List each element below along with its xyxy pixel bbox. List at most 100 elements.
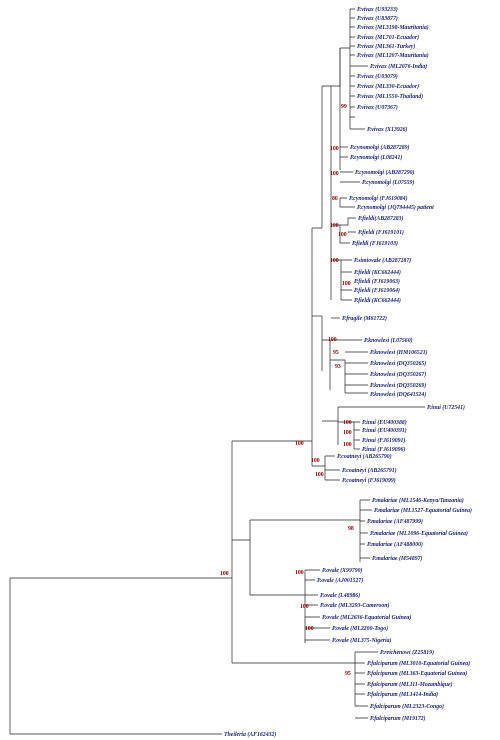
- taxon-label: P.knowlesi (DQ350265): [370, 360, 426, 367]
- branch: [232, 500, 361, 562]
- taxon-label: P.inui (U72541): [427, 404, 465, 411]
- branch: [232, 228, 313, 466]
- taxon-label: P.knowlesi (DQ350267): [370, 371, 426, 378]
- branches: [9, 8, 425, 735]
- bootstrap-value: 99: [341, 104, 347, 110]
- branch: [322, 406, 425, 449]
- branch: [330, 198, 356, 300]
- bootstrap-value: 100: [343, 442, 352, 448]
- taxon-label: Theileria (AF162432): [224, 731, 276, 738]
- branch: [339, 48, 360, 199]
- bootstrap-value: 95: [333, 350, 339, 356]
- taxon-label: P.vivax (ML330-Ecuador): [357, 83, 419, 90]
- branch: [355, 662, 368, 719]
- branch: [339, 198, 355, 208]
- bootstrap-labels: 99 100 100 86 100 100 100 100 95 93 100 …: [220, 104, 354, 677]
- taxon-label: P.inui (FJ619096): [362, 446, 405, 453]
- bootstrap-value: 100: [295, 570, 304, 576]
- taxon-label: P.vivax (ML1550-Thailand): [357, 93, 423, 100]
- taxon-label: P.falciparum (ML3010-Equatorial Guinea): [367, 660, 470, 667]
- taxon-label: P.ovale (ML2636-Equatorial Guinea): [322, 614, 411, 621]
- bootstrap-value: 100: [220, 571, 229, 577]
- branch: [232, 651, 378, 706]
- taxon-label: P.vivax (X13926): [367, 126, 408, 133]
- bootstrap-value: 100: [338, 232, 347, 238]
- taxon-label: P.fieldi(AB287283): [358, 215, 404, 222]
- bootstrap-value: 100: [295, 441, 304, 447]
- taxon-label: P.ovale (X99790): [322, 567, 363, 574]
- bootstrap-value: 100: [328, 337, 337, 343]
- taxon-label: P.ovale (ML2200-Togo): [332, 625, 388, 632]
- taxon-label: P.ovale (ML3293-Cameroon): [320, 602, 390, 609]
- bootstrap-value: 98: [348, 526, 354, 532]
- bootstrap-value: 93: [335, 364, 341, 370]
- taxon-label: P.cynomolgi (AB287290): [355, 169, 415, 176]
- taxon-label: P.knowlesi (DQ350269): [370, 382, 426, 389]
- taxon-label: P.falciparum (ML363-Equatorial Guinea): [367, 670, 467, 677]
- taxon-label: P.cynomolgi (L07559): [362, 179, 414, 186]
- taxon-label: P.vivax (ML361-Turkey): [357, 43, 415, 50]
- bootstrap-value: 100: [330, 146, 339, 152]
- taxon-label: P.inui (EU400391): [362, 427, 407, 434]
- taxon-label: P.fragile (M61722): [342, 315, 387, 322]
- taxon-label: P.malariae (M54897): [372, 555, 423, 562]
- bootstrap-value: 100: [330, 258, 339, 264]
- taxon-label: P.vivax (U07367): [357, 104, 398, 111]
- taxon-label: P.malariae (AF488000): [367, 541, 423, 548]
- taxon-label: P.reichenowi (Z25819): [380, 649, 434, 656]
- branch: [345, 351, 368, 394]
- taxon-label: P.inui (EU400388): [362, 419, 407, 426]
- taxon-label: P.vivax (ML2076-India): [370, 63, 427, 70]
- taxon-label: P.coatneyi (AB265791): [342, 467, 397, 474]
- taxon-label: P.cynomolgi (JQ794445) patient: [357, 204, 434, 211]
- taxon-label: P.fieldi (FJ619064): [354, 287, 400, 294]
- taxon-label: P.vivax (U83877): [357, 15, 398, 22]
- taxon-label: P.simiovale (AB287287): [354, 257, 411, 264]
- taxon-label: P.vivax (U93233): [357, 6, 398, 13]
- taxon-label: P.vivax (ML1207-Mauritania): [357, 52, 429, 59]
- branch: [312, 455, 340, 481]
- taxon-label: P.cynomolgi (L08241): [350, 154, 402, 161]
- taxon-label: P.cynomolgi (FJ619084): [349, 195, 408, 202]
- branch: [350, 8, 368, 130]
- bootstrap-value: 95: [345, 671, 351, 677]
- taxon-label: P.cynomolgi (AB287289): [350, 144, 410, 151]
- branch: [360, 499, 372, 559]
- bootstrap-value: 100: [330, 171, 339, 177]
- taxon-label: P.knowlesi (L07560): [364, 337, 413, 344]
- taxon-label: P.malariae (ML1096-Equatorial Guinea): [370, 530, 468, 537]
- taxon-labels: P.vivax (U93233) P.vivax (U83877) P.viva…: [224, 6, 472, 738]
- taxon-label: P.falciparum (ML111-Mozambique): [367, 681, 453, 688]
- branch: [249, 540, 320, 643]
- taxon-label: P.ovale (AJ001527): [317, 577, 363, 584]
- taxon-label: P.ovale (L48986): [320, 592, 360, 599]
- bootstrap-value: 100: [300, 604, 309, 610]
- taxon-label: P.fieldi (FJ619101): [358, 229, 404, 236]
- taxon-label: P.vivax (ML701-Ecuador): [357, 34, 419, 41]
- branch: [9, 578, 222, 735]
- bootstrap-value: 100: [311, 458, 320, 464]
- taxon-label: P.inui (FJ619091): [362, 437, 405, 444]
- bootstrap-value: 100: [330, 223, 339, 229]
- bootstrap-value: 100: [342, 281, 351, 287]
- taxon-label: P.knowlesi (HM106521): [370, 349, 428, 356]
- taxon-label: P.malariae (ML1527-Equatorial Guinea): [374, 507, 472, 514]
- bootstrap-value: 100: [315, 472, 324, 478]
- taxon-label: P.fieldi (KC662444): [354, 297, 401, 304]
- taxon-label: P.falciparum (M19172): [370, 715, 426, 722]
- taxon-label: P.fieldi (KC662444): [354, 269, 401, 276]
- taxon-label: P.falciparum (ML1414-India): [367, 691, 438, 698]
- bootstrap-value: 100: [305, 626, 314, 632]
- taxon-label: P.falciparum (ML2323-Congo): [370, 703, 444, 710]
- taxon-label: P.malariae (AF487999): [367, 518, 423, 525]
- taxon-label: P.knowlesi (DQ641524): [370, 391, 426, 398]
- taxon-label: P.coatneyi (AB265790): [337, 453, 392, 460]
- bootstrap-value: 100: [343, 420, 352, 426]
- branch: [340, 9, 351, 129]
- bootstrap-value: 86: [332, 196, 338, 202]
- taxon-label: P.coatneyi (FJ619099): [342, 477, 396, 484]
- taxon-label: P.vivax (U03079): [357, 73, 398, 80]
- taxon-label: P.fieldi (FJ619103): [352, 240, 398, 247]
- branch: [305, 594, 330, 641]
